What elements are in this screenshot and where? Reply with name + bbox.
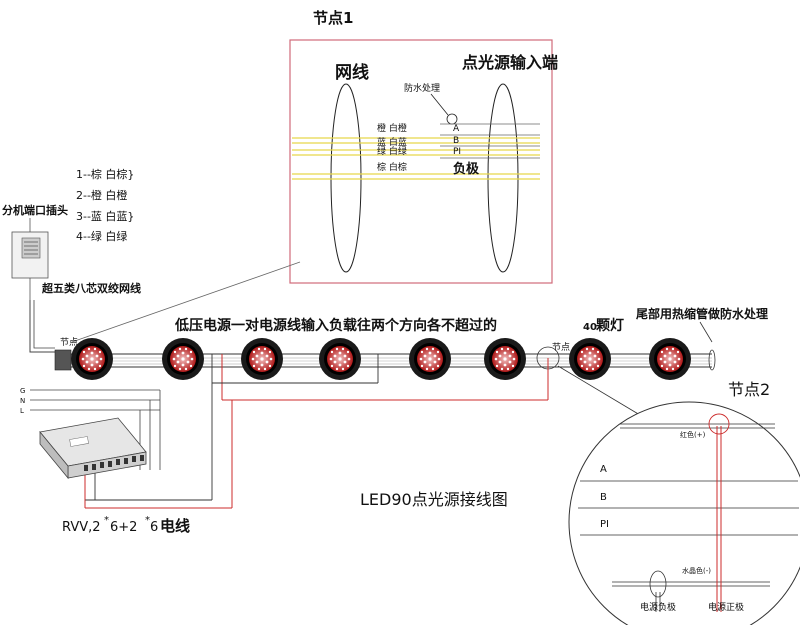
- negative-joint: [649, 570, 667, 598]
- node2-line-b: B: [600, 492, 607, 503]
- node2-leader: [557, 365, 646, 419]
- waterproof-marker: [446, 113, 458, 125]
- cable-ellipse-left: [330, 83, 362, 273]
- legend-item-2: 2--橙 白橙: [76, 188, 127, 202]
- legend-item-3: 3--蓝 白蓝}: [76, 209, 134, 223]
- cable-spec: RVV,2 * 6+2 * 6 电线: [62, 515, 190, 535]
- pin-a: A: [453, 124, 460, 134]
- svg-text:*: *: [104, 515, 109, 526]
- cable-label: 超五类八芯双绞网线: [41, 281, 141, 295]
- node1-title: 节点1: [313, 9, 353, 27]
- red-positive-label: 红色(+): [680, 430, 706, 439]
- waterproof-label: 防水处理: [404, 82, 440, 94]
- wire-label-3: 绿 白绿: [377, 145, 407, 157]
- node1-frame: [289, 39, 553, 284]
- mains-n: N: [20, 397, 25, 405]
- diagram-title: LED90点光源接线图: [360, 490, 508, 509]
- load-count: 40: [583, 322, 597, 333]
- crystal-negative-label: 水晶色(-): [682, 566, 711, 575]
- load-unit: 颗灯: [596, 317, 624, 334]
- led-5: [409, 338, 451, 380]
- pin-b: B: [453, 136, 459, 146]
- node1-right-label: 点光源输入端: [462, 53, 558, 72]
- node1-wire-bundle: [292, 123, 540, 180]
- led-1: [71, 338, 113, 380]
- node1-left-label: 网线: [335, 62, 369, 83]
- red-joint: [708, 413, 730, 435]
- power-wires: [84, 354, 549, 509]
- power-supply: [39, 417, 147, 480]
- network-cable: [29, 300, 55, 353]
- wire-label-4: 棕 白棕: [377, 161, 407, 173]
- mains-g: G: [20, 387, 25, 395]
- led-6: [484, 338, 526, 380]
- cable-ellipse-right: [487, 83, 519, 273]
- node-tag-2: 节点: [552, 342, 570, 353]
- legend-item-1: 1--棕 白棕}: [76, 167, 134, 181]
- mains-l: L: [20, 407, 24, 415]
- heat-shrink-tube: [708, 349, 716, 371]
- led-2: [162, 338, 204, 380]
- node-tag: 节点: [60, 337, 78, 348]
- main-bus: [55, 353, 712, 368]
- node2-line-a: A: [600, 464, 607, 475]
- pin-pi: PI: [453, 147, 461, 157]
- node2-circle: [568, 401, 800, 625]
- start-connector: [54, 349, 72, 371]
- led-3: [241, 338, 283, 380]
- node2-line-pi: PI: [600, 519, 609, 530]
- tail-note: 尾部用热缩管做防水处理: [636, 306, 768, 321]
- power-negative-label: 电源负极: [640, 601, 676, 613]
- wire-label-1: 橙 白橙: [377, 122, 407, 134]
- led-7: [569, 338, 611, 380]
- svg-text:RVV,2: RVV,2: [62, 520, 101, 535]
- legend-item-4: 4--绿 白绿: [76, 229, 127, 243]
- pin-negative: 负极: [453, 161, 480, 177]
- power-positive-label: 电源正极: [708, 601, 744, 613]
- connector-plug: [11, 218, 49, 300]
- svg-text:电线: 电线: [160, 517, 190, 535]
- load-note: 低压电源一对电源线输入负载往两个方向各不超过的: [174, 317, 497, 334]
- svg-text:*: *: [145, 515, 150, 526]
- led-8: [649, 338, 691, 380]
- mains-lines: [30, 389, 161, 470]
- led-4: [319, 338, 361, 380]
- svg-text:6: 6: [150, 520, 158, 535]
- svg-text:6+2: 6+2: [110, 520, 137, 535]
- led-string: [71, 338, 691, 380]
- node2-title: 节点2: [728, 380, 770, 399]
- connector-label: 分机端口插头: [2, 203, 68, 217]
- wire-label-2: 蓝 白蓝: [377, 136, 407, 148]
- node1-leader: [71, 261, 301, 343]
